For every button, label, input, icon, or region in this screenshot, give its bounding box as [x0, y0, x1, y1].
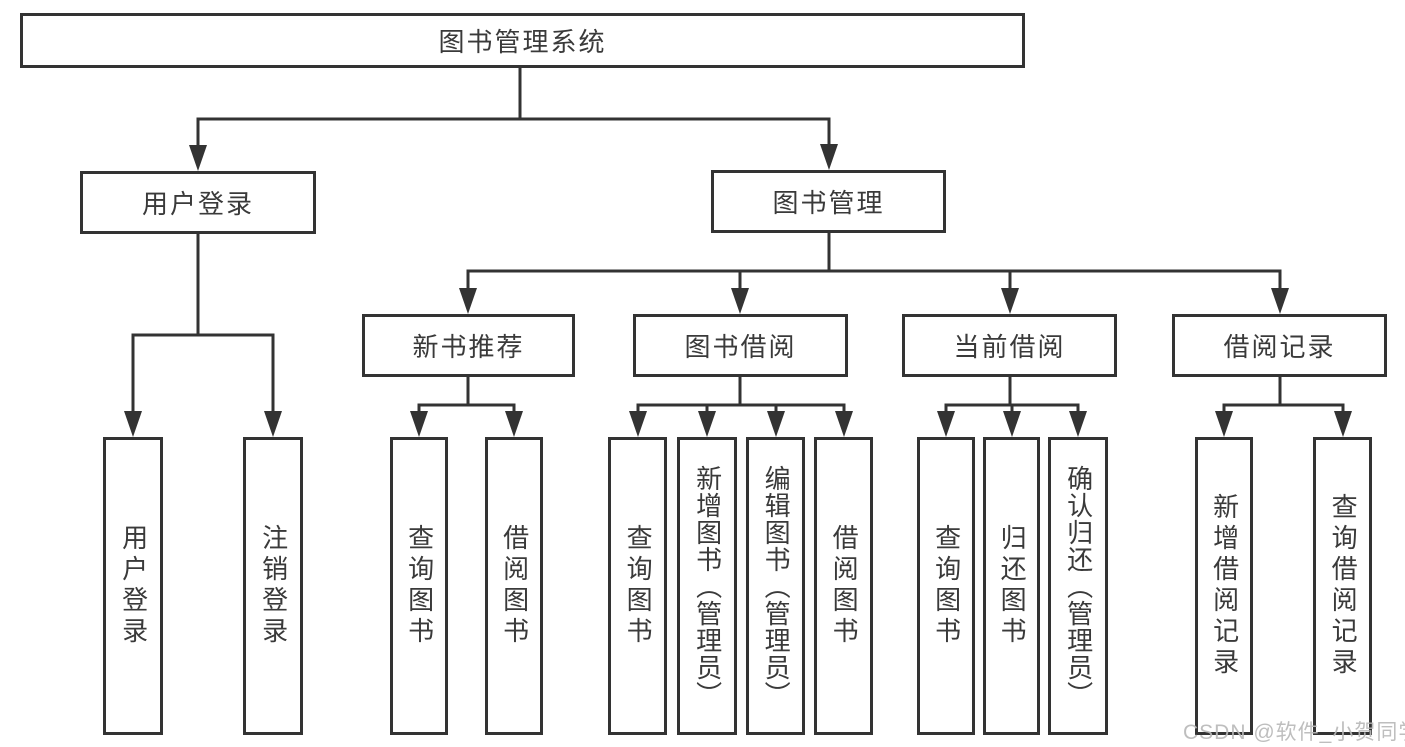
node-new-book-recommend: 新书推荐: [362, 314, 575, 377]
leaf-user-login-label: 用户登录: [118, 524, 149, 648]
leaf-nb-borrow-books-label: 借阅图书: [499, 524, 530, 648]
leaf-br-add-record-label: 新增借阅记录: [1209, 493, 1240, 679]
leaf-nb-query-books-label: 查询图书: [404, 524, 435, 648]
leaf-nb-query-books: 查询图书: [390, 437, 448, 735]
csdn-watermark: CSDN @软件_小贺同学: [1183, 721, 1405, 744]
leaf-cb-confirm-return-admin: 确认归还（管理员）: [1048, 437, 1108, 735]
node-current-borrow-label: 当前借阅: [953, 332, 1066, 362]
leaf-cb-query-books-label: 查询图书: [931, 524, 962, 648]
leaf-cb-return-books-label: 归还图书: [997, 524, 1028, 648]
leaf-bb-add-books-admin-label: 新增图书（管理员）: [692, 464, 723, 708]
leaf-cb-return-books: 归还图书: [983, 437, 1040, 735]
leaf-nb-borrow-books: 借阅图书: [485, 437, 543, 735]
leaf-bb-query-books-label: 查询图书: [623, 524, 654, 648]
leaf-bb-edit-books-admin: 编辑图书（管理员）: [746, 437, 805, 735]
node-root-label: 图书管理系统: [438, 27, 607, 57]
leaf-bb-edit-books-admin-label: 编辑图书（管理员）: [761, 464, 792, 708]
node-user-login: 用户登录: [80, 171, 316, 234]
leaf-user-login: 用户登录: [103, 437, 163, 735]
leaf-br-query-record: 查询借阅记录: [1313, 437, 1372, 735]
leaf-bb-add-books-admin: 新增图书（管理员）: [677, 437, 737, 735]
leaf-bb-borrow-books: 借阅图书: [814, 437, 873, 735]
node-root: 图书管理系统: [20, 13, 1025, 68]
leaf-bb-query-books: 查询图书: [608, 437, 667, 735]
leaf-cb-query-books: 查询图书: [917, 437, 975, 735]
leaf-cb-confirm-return-admin-label: 确认归还（管理员）: [1063, 464, 1094, 708]
node-book-borrow-label: 图书借阅: [684, 332, 797, 362]
node-book-management-label: 图书管理: [772, 188, 885, 218]
node-book-borrow: 图书借阅: [633, 314, 848, 377]
leaf-br-query-record-label: 查询借阅记录: [1328, 493, 1359, 679]
leaf-bb-borrow-books-label: 借阅图书: [829, 524, 860, 648]
node-user-login-label: 用户登录: [141, 189, 254, 219]
leaf-br-add-record: 新增借阅记录: [1195, 437, 1253, 735]
leaf-logout-label: 注销登录: [258, 524, 289, 648]
node-current-borrow: 当前借阅: [902, 314, 1117, 377]
node-new-book-recommend-label: 新书推荐: [412, 332, 525, 362]
leaf-logout: 注销登录: [243, 437, 303, 735]
node-book-management: 图书管理: [711, 170, 946, 233]
node-borrow-record-label: 借阅记录: [1223, 332, 1336, 362]
node-borrow-record: 借阅记录: [1172, 314, 1387, 377]
